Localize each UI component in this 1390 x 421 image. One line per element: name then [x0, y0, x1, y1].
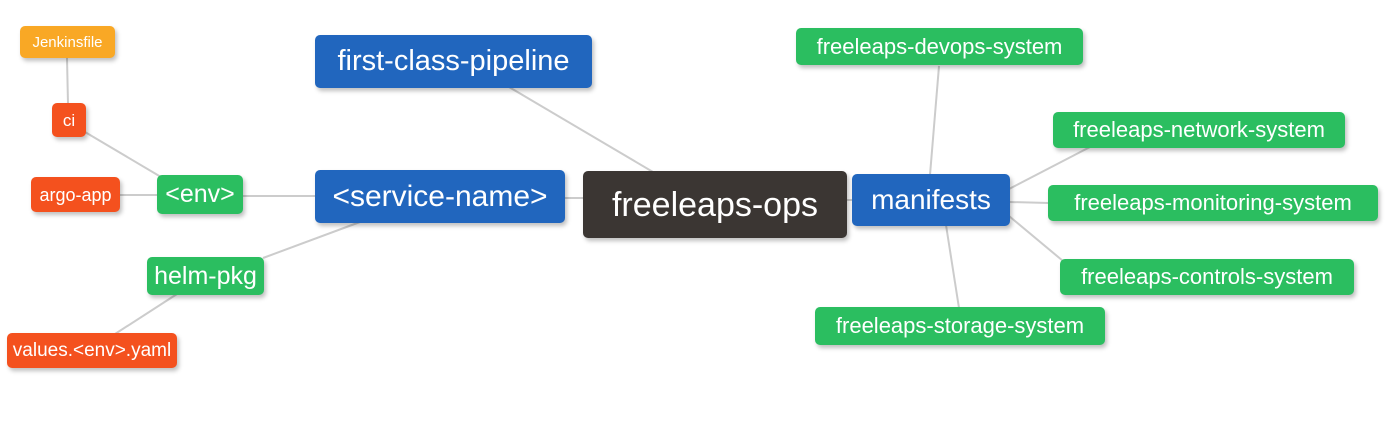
mindmap-node-env[interactable]: <env> — [157, 175, 243, 214]
edge-service-name-to-helm-pkg — [262, 221, 361, 259]
mindmap-node-freeleaps-network-system[interactable]: freeleaps-network-system — [1053, 112, 1345, 148]
edge-manifests-to-network — [1008, 146, 1091, 190]
edge-helm-pkg-to-values — [114, 293, 178, 335]
mindmap-node-freeleaps-controls-system[interactable]: freeleaps-controls-system — [1060, 259, 1354, 295]
mindmap-node-freeleaps-devops-system[interactable]: freeleaps-devops-system — [796, 28, 1083, 65]
edge-pipeline-to-freeleaps-ops — [508, 86, 654, 173]
edge-manifests-to-storage — [945, 224, 960, 309]
mindmap-node-freeleaps-storage-system[interactable]: freeleaps-storage-system — [815, 307, 1105, 345]
mindmap-node-ci[interactable]: ci — [52, 103, 86, 137]
edge-jenkinsfile-to-ci — [66, 57, 69, 105]
mindmap-node-service-name[interactable]: <service-name> — [315, 170, 565, 223]
mindmap-node-first-class-pipeline[interactable]: first-class-pipeline — [315, 35, 592, 88]
edge-manifests-to-monitoring — [1008, 201, 1050, 204]
mindmap-node-values-env-yaml[interactable]: values.<env>.yaml — [7, 333, 177, 368]
mindmap-node-freeleaps-ops[interactable]: freeleaps-ops — [583, 171, 847, 238]
edge-manifests-to-devops — [929, 65, 940, 176]
mindmap-node-jenkinsfile[interactable]: Jenkinsfile — [20, 26, 115, 58]
mindmap-node-argo-app[interactable]: argo-app — [31, 177, 120, 212]
edge-manifests-to-controls — [1008, 215, 1064, 262]
mindmap-node-manifests[interactable]: manifests — [852, 174, 1010, 226]
mindmap-node-helm-pkg[interactable]: helm-pkg — [147, 257, 264, 295]
mindmap-node-freeleaps-monitoring-system[interactable]: freeleaps-monitoring-system — [1048, 185, 1378, 221]
edge-ci-to-env — [84, 131, 162, 178]
